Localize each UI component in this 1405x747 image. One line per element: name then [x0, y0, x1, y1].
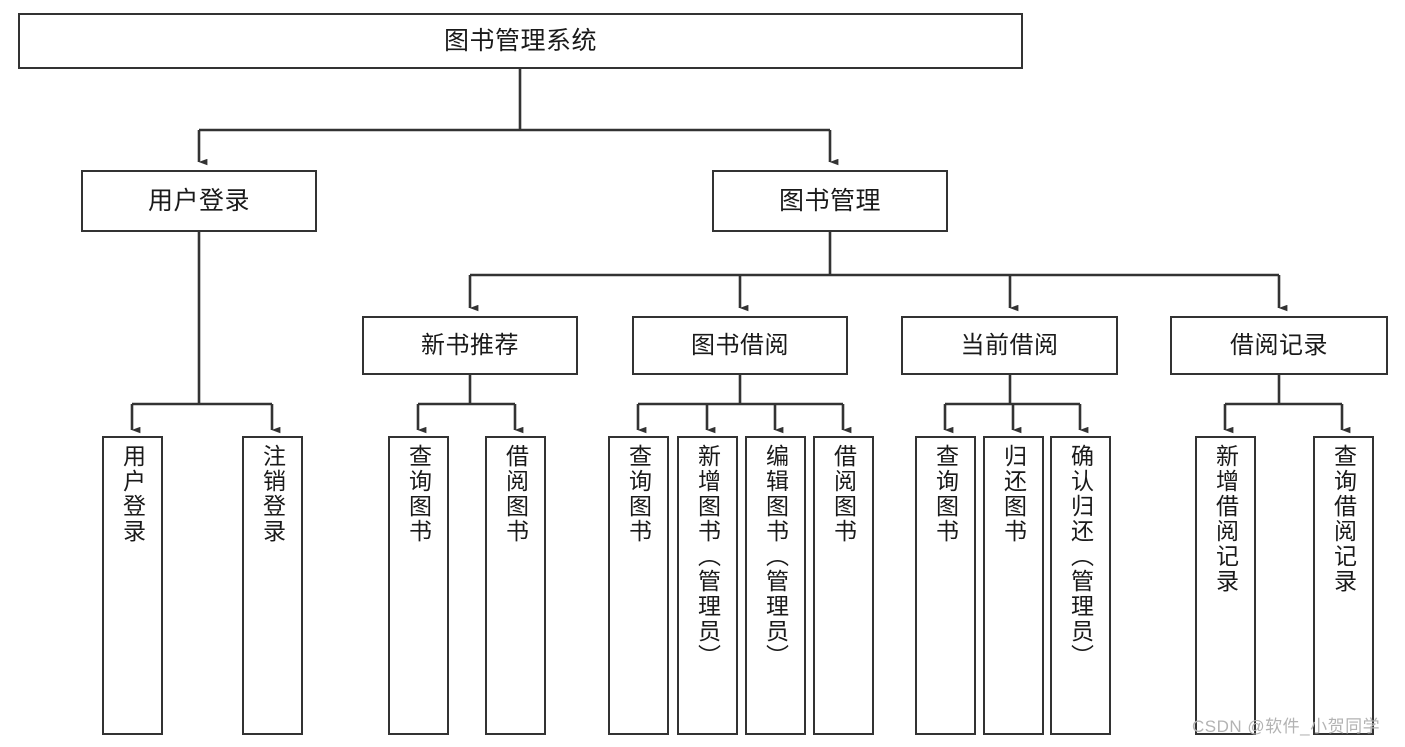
node-label: 用户登录: [119, 444, 146, 544]
node-label: 编辑图书（管理员）: [762, 444, 789, 669]
node-leaf-add-record[interactable]: 新增借阅记录: [1195, 436, 1256, 735]
connector-bookborrow-to-leaves: [636, 375, 852, 434]
node-label: 新增借阅记录: [1212, 444, 1239, 594]
node-label: 用户登录: [147, 186, 250, 215]
node-leaf-query-book-1[interactable]: 查询图书: [388, 436, 449, 735]
node-label: 查询图书: [405, 444, 432, 544]
node-label: 当前借阅: [960, 331, 1059, 359]
csdn-watermark: CSDN @软件_小贺同学: [1192, 717, 1381, 736]
node-label: 借阅图书: [830, 444, 857, 544]
node-borrow-record[interactable]: 借阅记录: [1170, 316, 1388, 375]
node-label: 确认归还（管理员）: [1067, 444, 1094, 669]
node-leaf-borrow-book-1[interactable]: 借阅图书: [485, 436, 546, 735]
node-leaf-borrow-book-2[interactable]: 借阅图书: [813, 436, 874, 735]
node-leaf-query-record[interactable]: 查询借阅记录: [1313, 436, 1374, 735]
node-label: 借阅记录: [1230, 331, 1328, 359]
node-leaf-logout[interactable]: 注销登录: [242, 436, 303, 735]
connector-newbookrec-to-leaves: [416, 375, 524, 434]
node-label: 图书管理: [778, 186, 881, 215]
node-leaf-user-login[interactable]: 用户登录: [102, 436, 163, 735]
node-book-manage[interactable]: 图书管理: [712, 170, 948, 232]
connector-bookmanage-to-level3: [468, 232, 1288, 312]
node-label: 借阅图书: [502, 444, 529, 544]
node-leaf-edit-book[interactable]: 编辑图书（管理员）: [745, 436, 806, 735]
node-label: 归还图书: [1000, 444, 1027, 544]
node-new-book-rec[interactable]: 新书推荐: [362, 316, 578, 375]
node-user-login[interactable]: 用户登录: [81, 170, 317, 232]
node-book-borrow[interactable]: 图书借阅: [632, 316, 848, 375]
node-label: 新书推荐: [421, 331, 519, 359]
node-label: 图书借阅: [691, 331, 789, 359]
connector-borrowrecord-to-leaves: [1223, 375, 1351, 434]
node-label: 查询图书: [625, 444, 652, 544]
node-label: 注销登录: [259, 444, 286, 544]
node-label: 新增图书（管理员）: [694, 444, 721, 669]
connector-userlogin-to-leaves: [130, 232, 281, 434]
node-label: 查询借阅记录: [1330, 444, 1357, 594]
node-leaf-query-book-3[interactable]: 查询图书: [915, 436, 976, 735]
node-label: 查询图书: [932, 444, 959, 544]
node-label: 图书管理系统: [443, 26, 597, 55]
node-leaf-confirm-return[interactable]: 确认归还（管理员）: [1050, 436, 1111, 735]
node-leaf-return-book[interactable]: 归还图书: [983, 436, 1044, 735]
connector-currentborrow-to-leaves: [943, 375, 1089, 434]
connector-root-to-level2: [197, 69, 839, 166]
node-current-borrow[interactable]: 当前借阅: [901, 316, 1118, 375]
node-leaf-add-book[interactable]: 新增图书（管理员）: [677, 436, 738, 735]
node-leaf-query-book-2[interactable]: 查询图书: [608, 436, 669, 735]
node-root-system[interactable]: 图书管理系统: [18, 13, 1023, 69]
